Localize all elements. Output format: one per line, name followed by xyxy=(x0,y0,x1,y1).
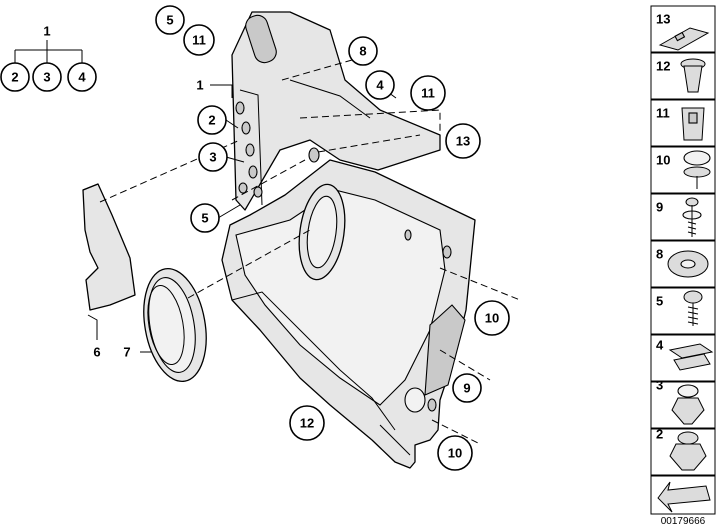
legend-box xyxy=(650,193,716,241)
clip-icon xyxy=(677,431,699,445)
callout-8-circle xyxy=(348,36,378,66)
callout-9: 9 xyxy=(463,381,470,396)
legend-number: 5 xyxy=(656,294,663,309)
legend-number: 11 xyxy=(656,106,670,121)
callout-4-circle xyxy=(365,70,395,100)
clip-icon xyxy=(677,384,699,398)
part-6-cover xyxy=(82,183,136,311)
callout-10-circle xyxy=(474,300,510,336)
part-7-seal xyxy=(143,267,207,383)
callout-11-right: 11 xyxy=(421,86,435,101)
callout-7: 7 xyxy=(123,345,130,360)
screw-icon xyxy=(683,290,703,304)
callout-5-mid: 5 xyxy=(201,211,208,226)
rivet-icon xyxy=(683,150,711,166)
callout-11-circle xyxy=(410,75,446,111)
legend-number: 10 xyxy=(656,153,670,168)
group-member-circle xyxy=(0,62,30,92)
callout-4: 4 xyxy=(376,78,384,93)
legend-number: 3 xyxy=(656,378,663,393)
callout-10-upper: 10 xyxy=(485,311,499,326)
callout-5-circle xyxy=(155,5,185,35)
group-member-label: 3 xyxy=(43,70,50,85)
callout-10-lower: 10 xyxy=(448,446,462,461)
callout-2-circle xyxy=(197,105,227,135)
parts-legend: 13 12 11 10 9 8 5 xyxy=(650,5,716,527)
callout-5-circle xyxy=(190,203,220,233)
side-trim-panel xyxy=(221,11,476,469)
legend-number: 2 xyxy=(656,427,663,442)
callout-5-top: 5 xyxy=(166,13,173,28)
legend-number: 8 xyxy=(656,247,663,262)
screw-icon xyxy=(685,197,699,207)
callout-13: 13 xyxy=(456,134,470,149)
group-member-label: 4 xyxy=(78,70,86,85)
callout-12: 12 xyxy=(300,416,314,431)
group-member-circle xyxy=(32,62,62,92)
group-legend: 1 2 3 4 xyxy=(0,24,97,92)
callout-12-circle xyxy=(289,405,325,441)
group-member-circle xyxy=(67,62,97,92)
callout-6: 6 xyxy=(93,345,100,360)
callout-10-circle xyxy=(437,435,473,471)
group-member-label: 2 xyxy=(11,70,18,85)
callout-11-left: 11 xyxy=(192,33,206,48)
callouts: 1 2 3 4 5 5 6 7 8 9 10 10 11 11 12 13 xyxy=(93,5,510,471)
legend-number: 13 xyxy=(656,12,670,27)
group-label: 1 xyxy=(43,24,50,39)
callout-8: 8 xyxy=(359,44,366,59)
legend-box xyxy=(650,287,716,335)
callout-11-circle xyxy=(183,24,215,56)
drawing-number: 00179666 xyxy=(661,516,706,527)
nut-icon xyxy=(681,107,705,141)
legend-number: 4 xyxy=(656,338,664,353)
callout-9-circle xyxy=(452,373,482,403)
arrow-icon xyxy=(657,481,711,513)
callout-2: 2 xyxy=(208,113,215,128)
clip-nut-icon xyxy=(668,343,714,359)
callout-13-circle xyxy=(445,123,481,159)
legend-number: 9 xyxy=(656,200,663,215)
callout-3: 3 xyxy=(209,150,216,165)
legend-number: 12 xyxy=(656,59,670,74)
callout-3-circle xyxy=(198,142,228,172)
callout-1: 1 xyxy=(196,78,203,93)
